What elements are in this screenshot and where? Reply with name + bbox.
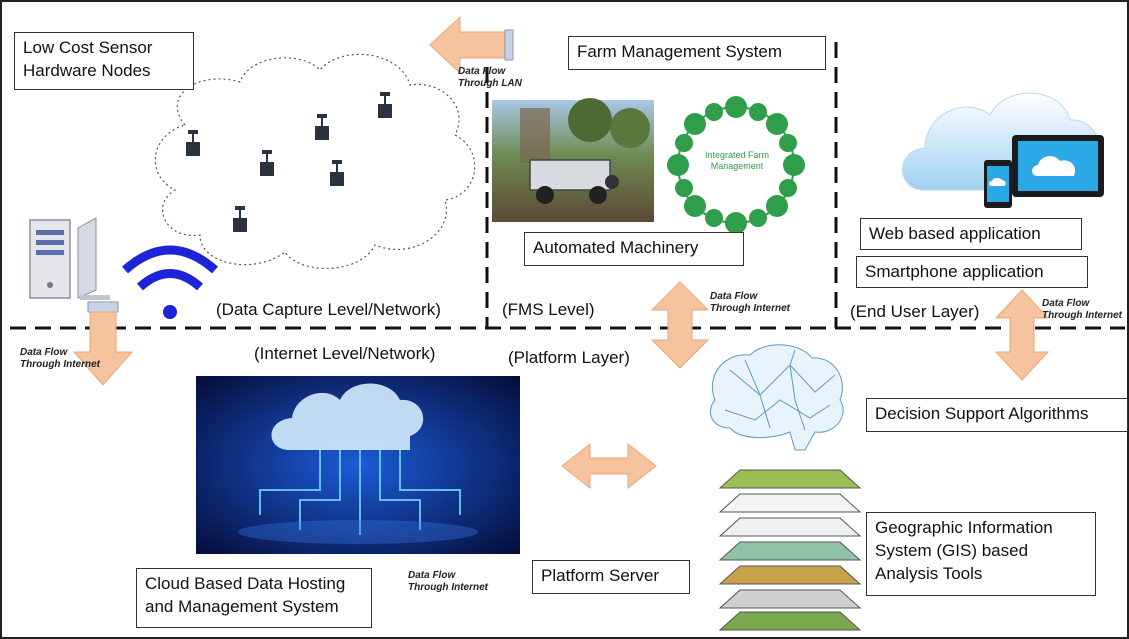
platform-layer-label: (Platform Layer) [508,348,630,367]
cloud-flow-line2: Through Internet [408,582,488,593]
integrated-farm-management-ring [667,96,805,234]
integrated-farm-management-label: Integrated Farm Management [696,150,778,172]
sensor-node-icon [330,160,344,186]
lan-flow-label: Data Flow Through LAN [458,66,522,90]
platform-server-label: Platform Server [541,566,660,585]
fms-level-label: (FMS Level) [502,300,595,319]
sensor-node-icon [315,114,329,140]
automated-machinery-label: Automated Machinery [533,238,699,257]
cloud-flow-line1: Data Flow [408,570,456,581]
enduser-flow-line1: Data Flow [1042,298,1090,309]
lan-flow-line1: Data Flow [458,66,506,77]
lan-flow-arrow-icon [429,15,514,75]
fms-box: Farm Management System [568,36,826,70]
integrated-line1: Integrated Farm [704,150,770,160]
smartphone-app-box: Smartphone application [856,256,1088,288]
sensor-network-cloud-icon [154,53,476,269]
gis-line2: System (GIS) based [875,541,1029,560]
cloud-hosting-line2: and Management System [145,597,339,616]
cloud-internet-flow-label: Data Flow Through Internet [408,570,488,594]
brain-icon [710,344,844,451]
integrated-line2: Management [710,161,764,171]
sensor-node-icon [233,206,247,232]
gis-line1: Geographic Information [875,518,1053,537]
gis-box: Geographic Information System (GIS) base… [866,512,1096,596]
sensor-node-icon [378,92,392,118]
enduser-flow-line2: Through Internet [1042,310,1122,321]
decision-support-box: Decision Support Algorithms [866,398,1128,432]
capture-flow-line2: Through Internet [20,359,100,370]
smartphone-app-label: Smartphone application [865,262,1044,281]
farm-function-icons [667,96,805,234]
sensor-node-icon [260,150,274,176]
web-app-box: Web based application [860,218,1082,250]
web-app-label: Web based application [869,224,1041,243]
sensor-nodes-box: Low Cost Sensor Hardware Nodes [14,32,194,90]
sensor-nodes-line1: Low Cost Sensor [23,38,153,57]
data-capture-level-label: (Data Capture Level/Network) [216,300,441,319]
capture-internet-flow-label: Data Flow Through Internet [20,347,100,371]
sensor-node-icons [186,92,392,232]
fms-flow-line2: Through Internet [710,303,790,314]
server-computer-icon [29,217,110,300]
wifi-icon [122,245,218,319]
sensor-node-icon [186,130,200,156]
automated-machinery-box: Automated Machinery [524,232,744,266]
fms-internet-double-arrow-icon [650,281,710,369]
platform-server-box: Platform Server [532,560,690,594]
enduser-internet-flow-label: Data Flow Through Internet [1042,298,1122,322]
enduser-internet-double-arrow-icon [994,289,1050,381]
decision-support-label: Decision Support Algorithms [875,404,1089,423]
capture-internet-down-arrow-icon [72,301,134,386]
sensor-nodes-line2: Hardware Nodes [23,61,151,80]
lan-flow-line2: Through LAN [458,78,522,89]
cloud-devices-icon [902,92,1104,208]
layer-separators [10,42,1125,330]
capture-flow-line1: Data Flow [20,347,68,358]
gis-layers-icon [718,469,862,631]
internet-level-label: (Internet Level/Network) [254,344,436,363]
cloud-hosting-box: Cloud Based Data Hosting and Management … [136,568,372,628]
end-user-layer-label: (End User Layer) [850,302,980,321]
cloud-hosting-image [196,376,520,554]
gis-line3: Analysis Tools [875,564,983,583]
fms-internet-flow-label: Data Flow Through Internet [710,291,790,315]
cloud-hosting-line1: Cloud Based Data Hosting [145,574,346,593]
platform-horizontal-double-arrow-icon [561,442,657,490]
automated-machinery-photo [492,98,654,222]
fms-flow-line1: Data Flow [710,291,758,302]
fms-title: Farm Management System [577,42,783,61]
